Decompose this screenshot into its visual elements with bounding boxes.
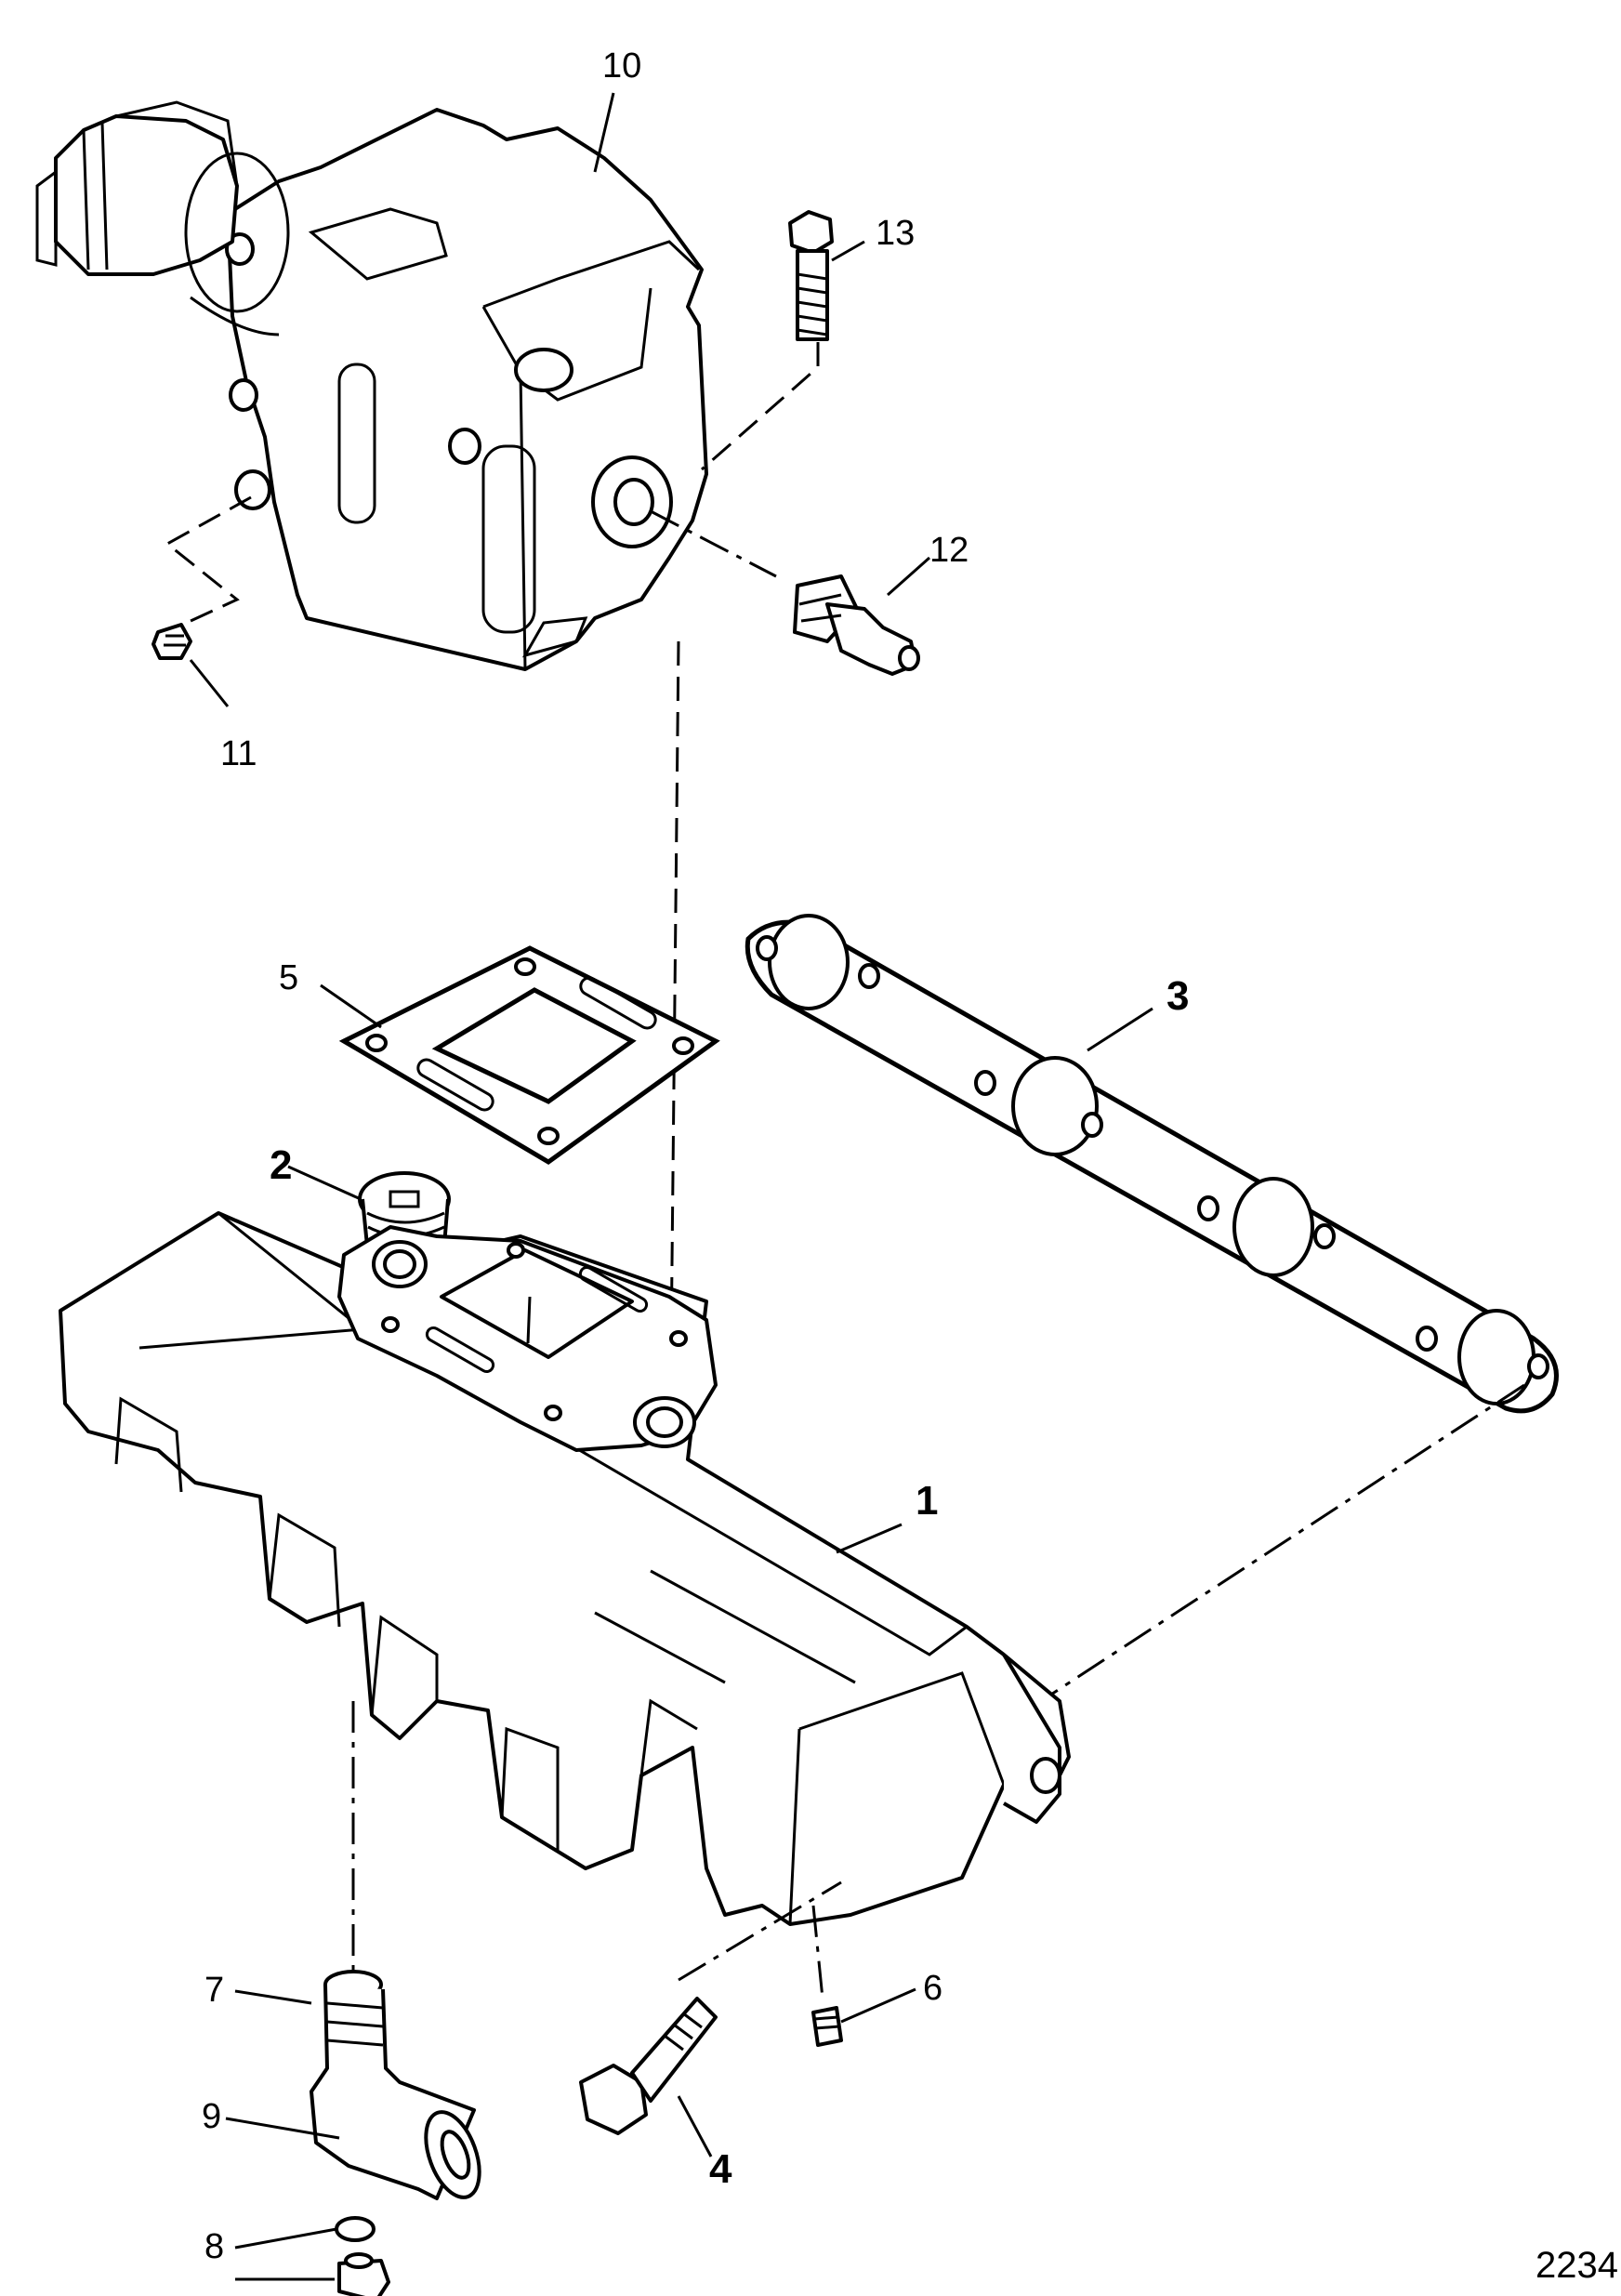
callout-11: 11 (220, 734, 257, 773)
callout-7: 7 (204, 1971, 225, 2010)
gasket-3-dashdot-line (1040, 1383, 1525, 1703)
gasket-part-3 (745, 914, 1559, 1414)
oring-part-9 (335, 2216, 376, 2242)
exhaust-manifold-part-1 (59, 1211, 1071, 1926)
plug-part-11 (152, 623, 192, 660)
exhaust-elbow-part-10 (35, 100, 708, 671)
plug-11-dash-line (165, 495, 252, 629)
drain-plug-part-8 (337, 2252, 390, 2296)
elbow-fitting-part-7 (310, 1970, 481, 2200)
elbow-to-gasket-dash-line (669, 640, 680, 1353)
figure-number: 2234 (1535, 2245, 1618, 2286)
bolt-part-13 (788, 210, 834, 341)
callout-1: 1 (916, 1478, 939, 1524)
callout-3: 3 (1166, 973, 1190, 1019)
leader-lines (189, 92, 1153, 2281)
callout-5: 5 (279, 958, 299, 997)
callout-4: 4 (709, 2146, 732, 2192)
callout-2: 2 (270, 1142, 293, 1188)
callout-12: 12 (929, 531, 969, 570)
callout-13: 13 (876, 214, 916, 253)
sensor-part-12 (793, 574, 920, 676)
plug-6-dashdot-line (811, 1905, 824, 1999)
gasket-part-5 (338, 945, 720, 1165)
callout-6: 6 (923, 1969, 943, 2008)
plug-part-6 (811, 2006, 843, 2047)
bolt-part-4 (579, 1997, 718, 2135)
sensor-12-dashdot-line (650, 509, 777, 578)
callout-9: 9 (202, 2097, 222, 2136)
callout-10: 10 (602, 46, 642, 86)
callout-8: 8 (204, 2227, 225, 2266)
